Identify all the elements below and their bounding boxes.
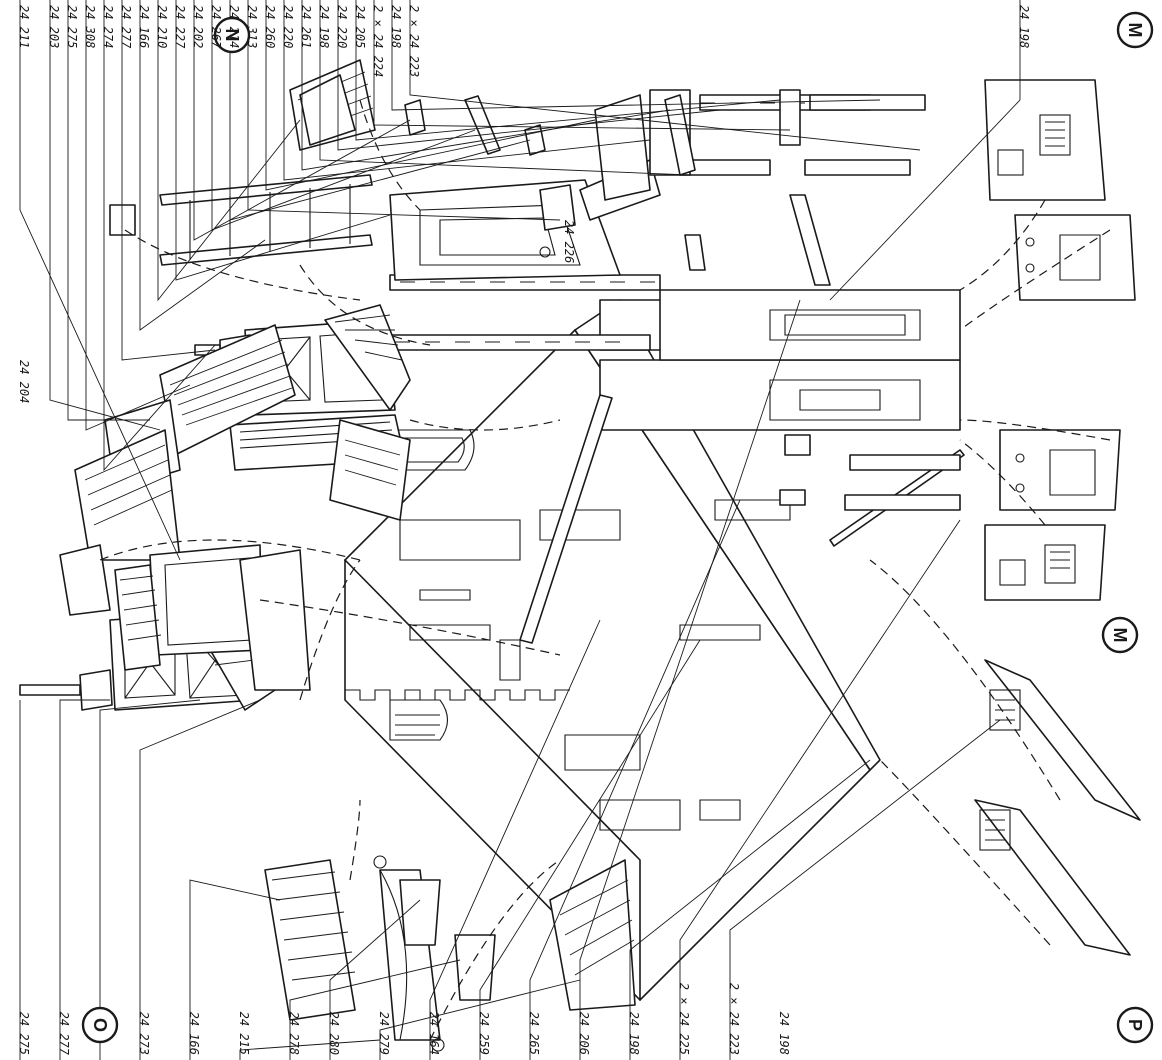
roof-panel-p-group (974, 659, 1141, 956)
part-label: 24 265 (527, 1012, 541, 1055)
part-label: 24 205 (353, 5, 367, 48)
callout-o-label: O (90, 1018, 110, 1032)
part-label: 24 280 (327, 1012, 341, 1055)
part-label: 24 166 (187, 1012, 201, 1055)
callout-m-top-label: M (1125, 23, 1145, 38)
callout-m-bottom-label: M (1110, 628, 1130, 643)
callout-n: N (213, 16, 251, 54)
callout-m-top: M (1116, 11, 1154, 49)
part-label: 24 220 (281, 5, 295, 48)
part-label: 24 275 (65, 5, 79, 48)
part-label: 2 × 24 223 (407, 5, 421, 77)
part-label: 24 261 (299, 5, 313, 48)
part-label: 24 198 (389, 5, 403, 48)
callout-p: P (1116, 1006, 1154, 1044)
part-label: 24 215 (237, 1012, 251, 1055)
roof-panel-m-group (984, 79, 1136, 601)
part-label: 24 277 (119, 5, 133, 49)
part-label: 24 273 (137, 1012, 151, 1055)
labels-top: 24 211 24 203 24 275 24 308 24 274 24 27… (17, 5, 1031, 77)
part-label: 2 × 24 224 (371, 5, 385, 77)
part-label: 24 279 (377, 1012, 391, 1055)
main-building (344, 289, 965, 1001)
part-label: 24 211 (17, 5, 31, 48)
part-label: 2 × 24 225 (677, 983, 691, 1055)
assembly-dashes (99, 99, 1111, 1041)
part-label: 24 308 (83, 5, 97, 48)
part-label: 24 267 (209, 5, 223, 49)
part-label: 24 204 (17, 360, 31, 403)
callout-m-bottom: M (1101, 616, 1139, 654)
callout-o: O (81, 1006, 119, 1044)
part-label: 24 198 (627, 1012, 641, 1055)
callout-p-label: P (1125, 1019, 1145, 1031)
part-label: 24 313 (245, 5, 259, 48)
part-label: 24 278 (287, 1012, 301, 1055)
part-label: 24 210 (155, 5, 169, 48)
part-label: 24 274 (101, 5, 115, 48)
part-label: 24 164 (427, 1012, 441, 1055)
part-label: 24 198 (1017, 5, 1031, 48)
part-label: 24 203 (47, 5, 61, 48)
part-label: 24 214 (227, 5, 241, 48)
labels-inner: 24 226 (562, 220, 576, 263)
part-label: 24 226 (562, 220, 576, 263)
labels-left: 24 204 (17, 360, 31, 403)
part-label: 24 198 (317, 5, 331, 48)
part-label: 2 × 24 223 (727, 983, 741, 1055)
leader-lines (19, 0, 1021, 1060)
part-label: 24 260 (263, 5, 277, 48)
part-label: 24 277 (57, 1012, 71, 1056)
part-label: 24 227 (173, 5, 187, 49)
part-label: 24 259 (477, 1012, 491, 1055)
part-label: 24 202 (191, 5, 205, 48)
part-label: 24 220 (335, 5, 349, 48)
bottom-parts (264, 855, 636, 1052)
part-label: 24 275 (17, 1012, 31, 1055)
part-label: 24 198 (777, 1012, 791, 1055)
part-label: 24 206 (577, 1012, 591, 1055)
lantern-o (19, 544, 311, 711)
labels-bottom: 24 275 24 277 24 273 24 166 24 215 24 27… (17, 983, 791, 1056)
callout-n-label: N (222, 29, 242, 42)
part-label: 24 166 (137, 5, 151, 48)
stairs-left (59, 324, 296, 616)
